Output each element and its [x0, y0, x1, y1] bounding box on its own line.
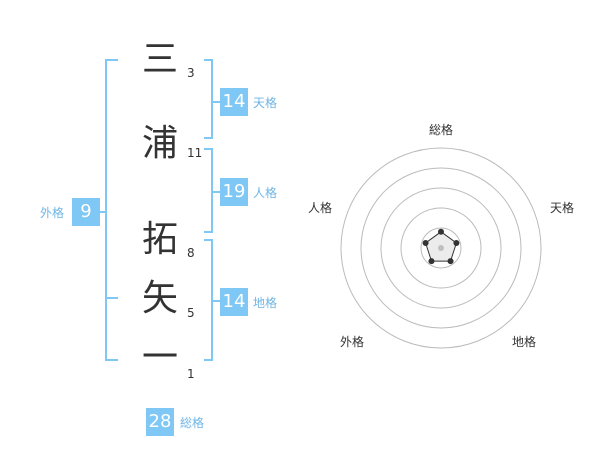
soukaku-label: 総格: [180, 416, 205, 430]
radar-point-1: [438, 228, 444, 235]
gaikaku-label: 外格: [40, 206, 65, 220]
radar-axis-label-2: 天格: [550, 200, 574, 215]
radar-polygon: [425, 231, 457, 262]
name-char-2: 浦: [141, 123, 178, 164]
radar-ring-1: [420, 227, 462, 269]
radar-ring-3: [380, 187, 502, 309]
stroke-count-4: 5: [187, 306, 195, 320]
jinkaku-label: 人格: [253, 186, 278, 200]
stroke-count-3: 8: [187, 246, 195, 260]
radar-rings: [340, 147, 542, 349]
radar-center: [438, 245, 444, 251]
stroke-count-5: 1: [187, 367, 195, 381]
radar-axis-label-3: 地格: [512, 334, 536, 349]
stroke-count-2: 11: [187, 146, 203, 160]
radar-ring-4: [360, 167, 522, 329]
radar-point-5: [422, 239, 429, 246]
name-char-5: 一: [141, 337, 178, 378]
radar-point-4: [428, 258, 435, 265]
jinkaku-bracket: [204, 148, 213, 233]
jinkaku-value: 19: [220, 178, 248, 206]
chikaku-label: 地格: [253, 296, 278, 310]
radar-point-2: [453, 239, 460, 246]
radar-shape: [422, 228, 460, 265]
tenkaku-value: 14: [220, 88, 248, 116]
stroke-count-1: 3: [187, 66, 195, 80]
outer-bracket: [105, 59, 118, 361]
chikaku-value: 14: [220, 288, 248, 316]
radar-point-3: [447, 258, 454, 265]
radar-axis-label-1: 総格: [429, 122, 453, 137]
name-char-1: 三: [141, 39, 178, 80]
tenkaku-bracket: [204, 59, 213, 139]
gaikaku-value: 9: [72, 198, 100, 226]
radar-ring-2: [400, 207, 482, 289]
radar-axis-label-5: 人格: [308, 200, 332, 215]
name-char-4: 矢: [141, 278, 178, 319]
radar-axis-label-4: 外格: [340, 334, 364, 349]
radar-ring-5: [340, 147, 542, 349]
soukaku-value: 28: [146, 408, 174, 436]
name-char-3: 拓: [141, 219, 178, 260]
tenkaku-label: 天格: [253, 96, 278, 110]
